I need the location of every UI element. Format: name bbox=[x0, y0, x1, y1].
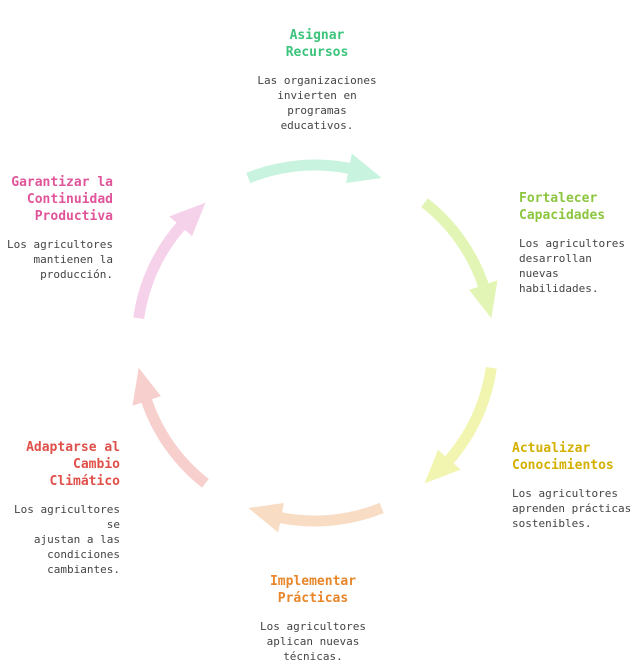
arrow-actualizar-head bbox=[424, 449, 461, 484]
arrow-garantizar-shaft bbox=[133, 220, 187, 320]
step-implementar-practicas: Implementar Prácticas Los agricultores a… bbox=[228, 573, 398, 664]
arrow-fortalecer-shaft bbox=[421, 198, 490, 290]
step-title: Fortalecer Capacidades bbox=[519, 191, 606, 223]
arrow-implementar-head bbox=[248, 503, 284, 533]
step-title: Adaptarse al Cambio Climático bbox=[26, 440, 120, 489]
step-description: Los agricultores aplican nuevas técnicas… bbox=[260, 620, 366, 663]
step-description: Las organizaciones invierten en programa… bbox=[257, 74, 377, 132]
step-title: Implementar Prácticas bbox=[269, 574, 357, 606]
step-title: Actualizar Conocimientos bbox=[512, 441, 614, 473]
step-title: Asignar Recursos bbox=[285, 28, 349, 60]
step-garantizar-continuidad: Garantizar la Continuidad Productiva Los… bbox=[0, 174, 113, 282]
arrow-implementar-shaft bbox=[276, 502, 384, 527]
step-asignar-recursos: Asignar Recursos Las organizaciones invi… bbox=[232, 27, 402, 133]
step-description: Los agricultores desarrollan nuevas habi… bbox=[519, 237, 625, 295]
arrow-actualizar-shaft bbox=[443, 366, 497, 466]
step-description: Los agricultores mantienen la producción… bbox=[7, 238, 113, 281]
arrow-adaptarse-head bbox=[132, 367, 161, 406]
arrow-garantizar-head bbox=[169, 202, 206, 237]
step-description: Los agricultores se ajustan a las condic… bbox=[14, 503, 120, 576]
arrow-asignar-head bbox=[346, 153, 382, 183]
arrow-adaptarse-shaft bbox=[140, 396, 209, 488]
step-title: Garantizar la Continuidad Productiva bbox=[11, 175, 113, 224]
step-fortalecer-capacidades: Fortalecer Capacidades Los agricultores … bbox=[519, 190, 635, 296]
step-description: Los agricultores aprenden prácticas sost… bbox=[512, 487, 632, 530]
arrow-asignar-shaft bbox=[246, 159, 354, 184]
step-adaptarse-cambio-climatico: Adaptarse al Cambio Climático Los agricu… bbox=[0, 439, 120, 577]
arrow-fortalecer-head bbox=[469, 280, 498, 319]
step-actualizar-conocimientos: Actualizar Conocimientos Los agricultore… bbox=[512, 440, 635, 531]
